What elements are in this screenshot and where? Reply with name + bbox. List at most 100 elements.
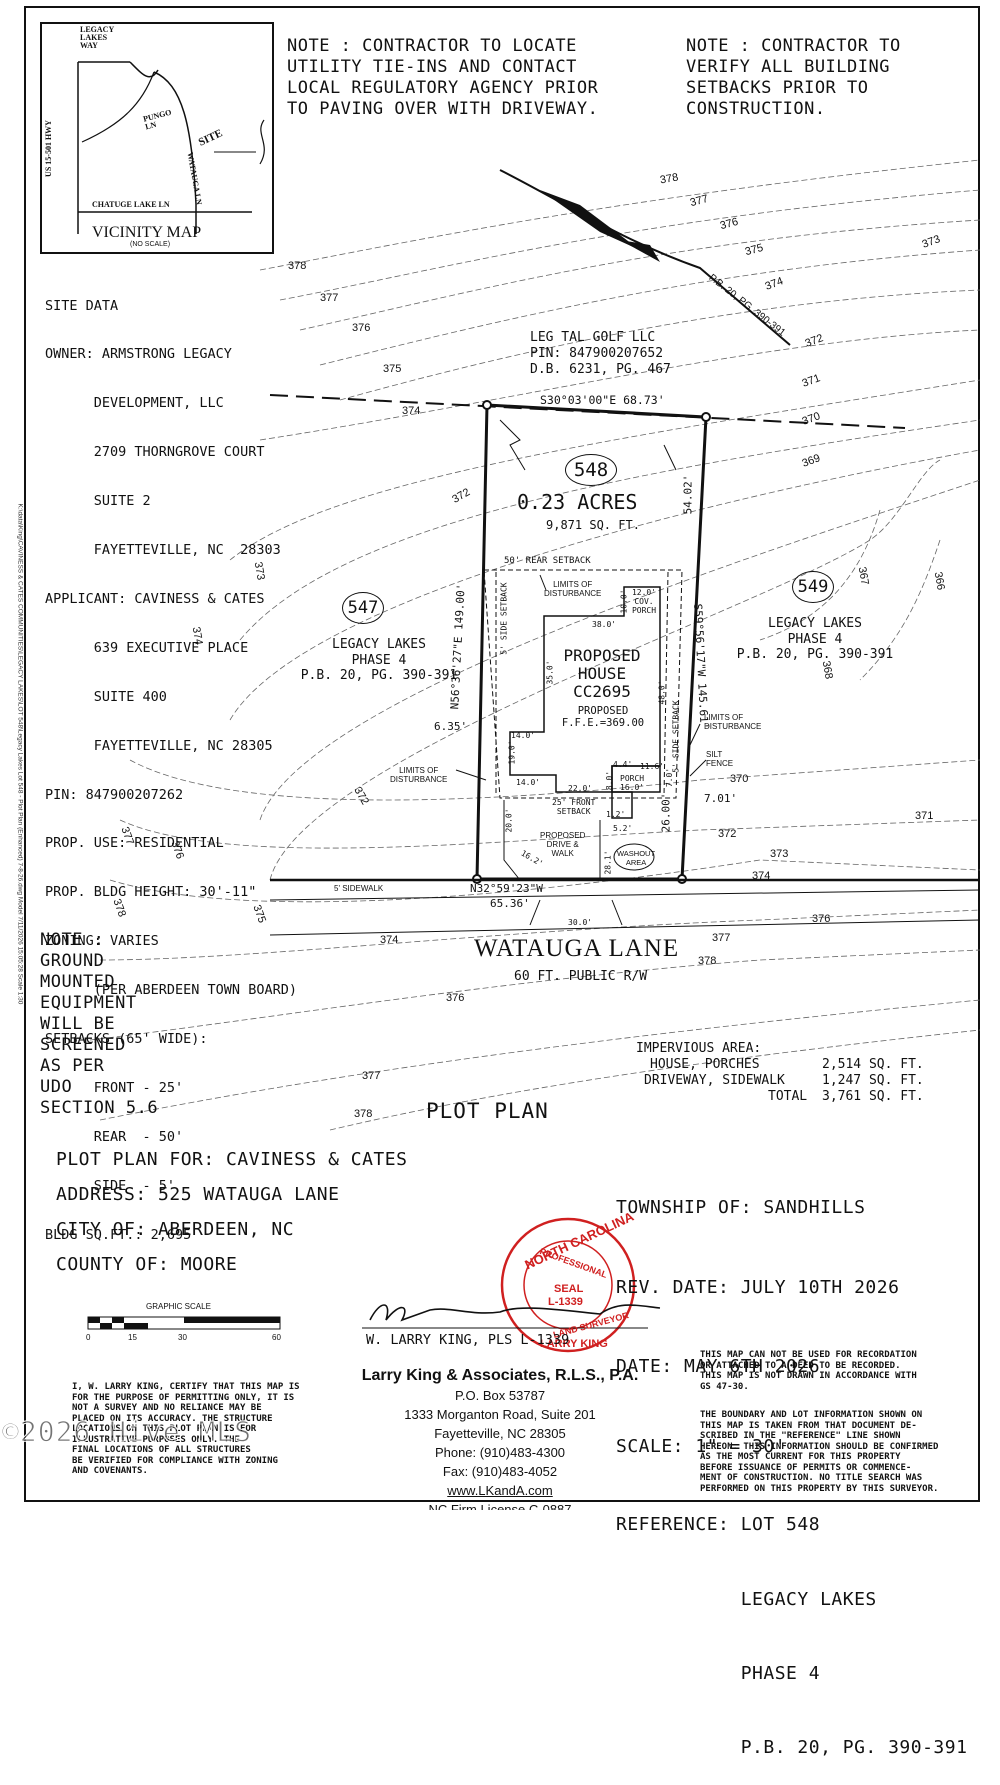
contour-label: 375: [383, 363, 402, 375]
contour-label: 377: [320, 292, 339, 304]
site-data-block: SITE DATA OWNER: ARMSTRONG LEGACY DEVELO…: [45, 297, 297, 1243]
limits-disturbance-top: LIMITS OF DISTURBANCE: [544, 580, 602, 598]
graphic-scale-tick: 60: [272, 1333, 281, 1342]
graphic-scale-title: GRAPHIC SCALE: [146, 1302, 211, 1311]
porch-label: PORCH 16.0': [620, 774, 645, 792]
dim-house: 30.0': [568, 918, 593, 927]
contour-label: 377: [712, 932, 731, 944]
dim-house: 38.0': [592, 620, 617, 629]
watermark: ©2026 Hive MLS: [1, 1415, 253, 1449]
bearing-top: S30°03'00"E 68.73': [540, 393, 665, 407]
disclaimer-recording: THIS MAP CAN NOT BE USED FOR RECORDATION…: [700, 1350, 917, 1392]
contour-label: 376: [446, 992, 465, 1004]
limits-disturbance-left: LIMITS OF DISTURBANCE: [390, 766, 448, 784]
plot-drawing: [87, 159, 981, 1353]
lot-547-circle: 547: [342, 592, 384, 624]
adjacent-owner: LEG TAL GOLF LLC PIN: 847900207652 D.B. …: [530, 330, 671, 377]
dim-house: 48.0': [657, 680, 667, 705]
company-block: Larry King & Associates, R.L.S., P.A. P.…: [340, 1366, 660, 1510]
legacy-lakes-way-label: LEGACY LAKES WAY: [80, 25, 115, 50]
lot-548-circle: 548: [565, 454, 617, 486]
note-contractor-setbacks: NOTE : CONTRACTOR TO VERIFY ALL BUILDING…: [686, 36, 901, 119]
dim-house: 11.6': [640, 762, 665, 771]
seal-label: SEAL: [554, 1283, 584, 1295]
certification-text: I, W. LARRY KING, CERTIFY THAT THIS MAP …: [72, 1382, 300, 1476]
graphic-scale-tick: 30: [178, 1333, 187, 1342]
dim-54: 54.02': [681, 474, 695, 515]
seal-number: L-1339: [548, 1296, 583, 1308]
legacy-lakes-left: LEGACY LAKES PHASE 4 P.B. 20, PG. 390-39…: [300, 637, 458, 683]
proposed-ffe: PROPOSED F.F.E.=369.00: [561, 705, 645, 729]
rear-setback: 50' REAR SETBACK: [504, 556, 591, 566]
plot-plan-title: PLOT PLAN: [426, 1099, 549, 1123]
graphic-scale-bar: [87, 1316, 281, 1330]
dim-house: 22.0': [568, 784, 593, 793]
contour-label: 378: [288, 260, 307, 272]
bottom-distance: 65.36': [490, 897, 530, 910]
contour-label: 378: [354, 1108, 373, 1120]
vicinity-map-subtitle: (NO SCALE): [130, 241, 171, 248]
dim-635: 6.35': [434, 720, 468, 733]
graphic-scale-tick: 15: [128, 1333, 137, 1342]
surveyor-name: W. LARRY KING, PLS L-1339: [366, 1332, 570, 1348]
cov-porch: 12.0' COV. PORCH: [631, 588, 657, 615]
contour-label: 374: [752, 870, 771, 882]
contour-label: 378: [698, 955, 717, 967]
dim-house: 7.0': [665, 767, 675, 788]
front-setback: 25' FRONT SETBACK: [552, 798, 596, 816]
street-row: 60 FT. PUBLIC R/W: [514, 969, 648, 984]
dim-house: 14.0': [516, 778, 541, 787]
sidewalk-label: 5' SIDEWALK: [334, 884, 384, 893]
contour-label: 377: [362, 1070, 381, 1082]
side-setback-right: 5' SIDE SETBACK: [671, 700, 681, 773]
bearing-bottom: N32°59'23"W: [470, 882, 543, 895]
contour-label: 376: [352, 322, 371, 334]
contour-label: 373: [770, 848, 789, 860]
lot-sqft: 9,871 SQ. FT.: [546, 518, 640, 532]
contour-label: 374: [402, 405, 421, 417]
surveyor-seal: [500, 1217, 636, 1353]
limits-disturbance-right: LIMITS OF DISTURBANCE: [704, 713, 762, 731]
legacy-lakes-right: LEGACY LAKES PHASE 4 P.B. 20, PG. 390-39…: [736, 616, 894, 662]
vicinity-map-drawing: [77, 61, 265, 234]
contour-label: 374: [380, 934, 399, 946]
street-name: WATAUGA LANE: [474, 935, 680, 962]
lot-549-circle: 549: [792, 571, 834, 603]
graphic-scale-tick: 0: [86, 1333, 91, 1342]
side-setback-left: 5' SIDE SETBACK: [499, 582, 509, 655]
seal-name: LARRY KING: [540, 1338, 608, 1350]
note-contractor-utility: NOTE : CONTRACTOR TO LOCATE UTILITY TIE-…: [287, 36, 599, 119]
contour-lines: [89, 159, 981, 1131]
drawing-frame: [24, 6, 980, 1502]
dim-house: 35.0': [545, 660, 555, 685]
dim-house: 14.0': [511, 731, 536, 740]
company-name: Larry King & Associates, R.L.S., P.A.: [361, 1367, 639, 1384]
dim-house: 4.4': [613, 760, 633, 769]
contour-label: 376: [812, 913, 831, 925]
company-website[interactable]: www.LKandA.com: [447, 1483, 553, 1498]
dim-house: 20.0': [504, 808, 514, 833]
dim-house: 28.1': [603, 850, 613, 875]
dim-house: 1.2': [606, 810, 626, 819]
lot-acres: 0.23 ACRES: [517, 490, 638, 514]
title-block-left: PLOT PLAN FOR: CAVINESS & CATES ADDRESS:…: [56, 1149, 408, 1275]
dim-house: 19.0': [507, 740, 517, 765]
vicinity-map: LEGACY LAKES WAY US 15-501 HWY PUNGO LN …: [40, 22, 274, 254]
vicinity-map-title: VICINITY MAP: [92, 224, 202, 241]
washout-area: WASHOUT AREA: [617, 849, 656, 867]
disclaimer-boundary: THE BOUNDARY AND LOT INFORMATION SHOWN O…: [700, 1410, 939, 1494]
contour-label: 371: [915, 810, 934, 822]
dim-house: 5.2': [613, 824, 633, 833]
dim-26: 26.00': [659, 792, 673, 833]
contour-label: 370: [730, 773, 749, 785]
chatuge-label: CHATUGE LAKE LN: [92, 200, 170, 209]
proposed-drive: PROPOSED DRIVE & WALK: [540, 831, 586, 858]
dim-house: 8.0': [605, 770, 615, 791]
proposed-house: PROPOSED HOUSE CC2695: [563, 646, 641, 701]
note-ground-equipment: NOTE : GROUND MOUNTED EQUIPMENT WILL BE …: [40, 930, 159, 1118]
dim-701: 7.01': [704, 792, 738, 805]
dim-house: 10.0': [619, 589, 629, 614]
silt-fence: SILT FENCE: [706, 750, 734, 768]
contour-label: 372: [718, 828, 737, 840]
